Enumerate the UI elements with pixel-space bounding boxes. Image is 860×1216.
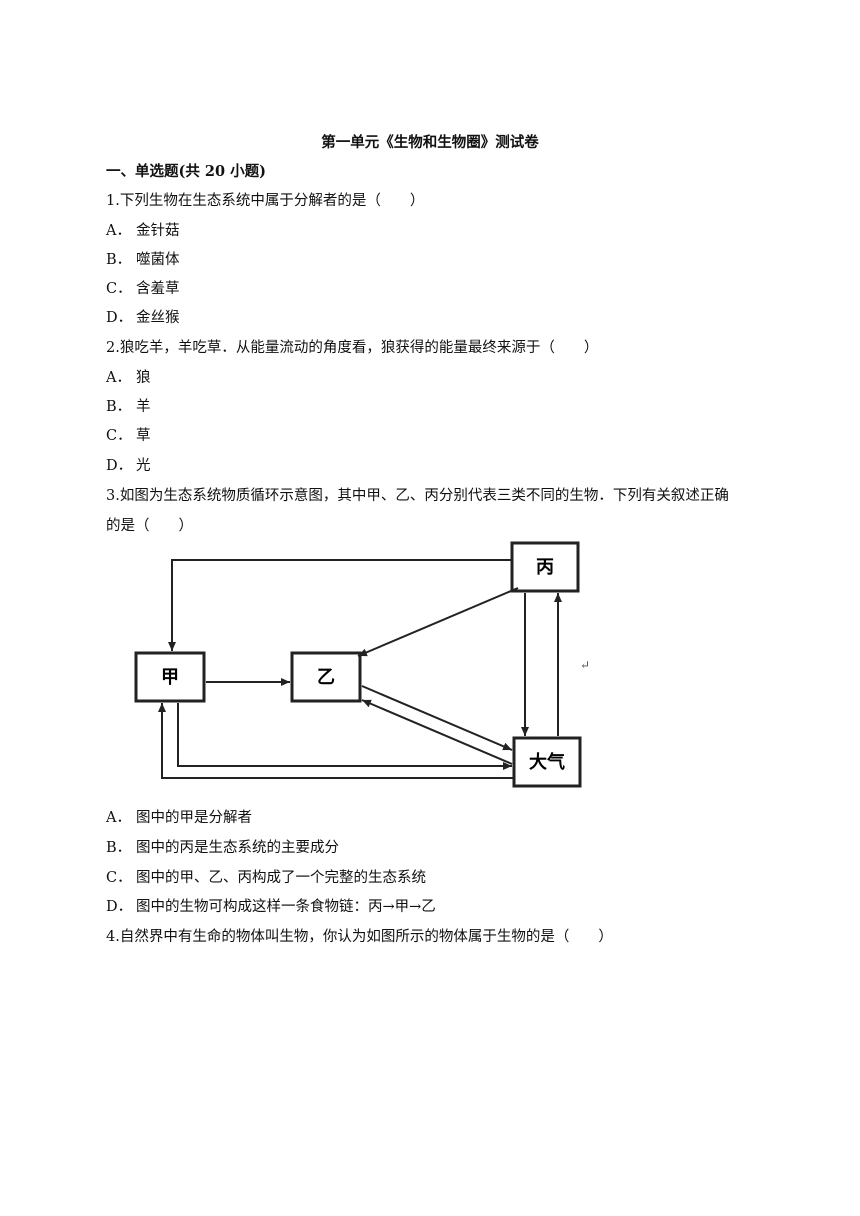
question-3-option-a: A． 图中的甲是分解者 (106, 806, 252, 827)
option-text: 含羞草 (136, 281, 180, 297)
question-3-stem-line-2: 的是（ ） (106, 518, 193, 534)
option-letter: D． (106, 458, 133, 474)
option-text: 金丝猴 (136, 310, 180, 326)
question-2-option-d: D．光 (106, 454, 151, 475)
option-text: 噬菌体 (136, 252, 180, 268)
option-letter: A． (106, 810, 131, 826)
option-text: 金针菇 (136, 223, 180, 239)
label-daqi: 大气 (529, 751, 565, 773)
option-letter: A． (106, 370, 131, 386)
paragraph-mark: ↵ (580, 658, 591, 672)
page-title: 第一单元《生物和生物圈》测试卷 (321, 134, 539, 151)
question-2-stem: 2.狼吃羊，羊吃草．从能量流动的角度看，狼获得的能量最终来源于（ ） (106, 340, 599, 356)
question-2-option-a: A． 狼 (106, 366, 151, 387)
option-letter: B． (106, 252, 132, 268)
option-letter: C． (106, 870, 132, 886)
section-heading: 一、单选题(共 20 小题) (106, 163, 266, 180)
arrow-bing-to-yi (357, 587, 519, 657)
option-text: 图中的生物可构成这样一条食物链：丙→甲→乙 (136, 899, 436, 915)
arrow-jia-to-daqi (177, 703, 512, 770)
option-text: 图中的甲、乙、丙构成了一个完整的生态系统 (136, 870, 426, 886)
question-1-stem: 1.下列生物在生态系统中属于分解者的是（ ） (106, 193, 425, 209)
box-jia (134, 651, 206, 703)
question-3-option-d: D．图中的生物可构成这样一条食物链：丙→甲→乙 (106, 895, 436, 916)
question-1-option-d: D．金丝猴 (106, 306, 180, 327)
question-1-option-b: B．噬菌体 (106, 248, 180, 269)
arrow-daqi-to-yi (361, 699, 513, 765)
label-yi: 乙 (317, 667, 335, 688)
option-text: 草 (136, 428, 151, 444)
box-yi (290, 651, 362, 703)
arrow-yi-to-daqi (361, 685, 513, 751)
question-3-option-c: C．图中的甲、乙、丙构成了一个完整的生态系统 (106, 866, 426, 887)
option-letter: B． (106, 399, 132, 415)
option-text: 图中的甲是分解者 (136, 810, 252, 826)
box-bing (510, 541, 580, 593)
label-jia: 甲 (161, 667, 179, 688)
option-letter: A． (106, 223, 131, 239)
option-letter: D． (106, 899, 133, 915)
label-bing: 丙 (536, 557, 554, 578)
option-text: 图中的丙是生态系统的主要成分 (136, 840, 339, 856)
option-letter: D． (106, 310, 133, 326)
question-2-option-c: C．草 (106, 424, 151, 445)
question-1-option-c: C．含羞草 (106, 277, 180, 298)
question-1-option-a: A． 金针菇 (106, 219, 180, 240)
box-daqi (512, 736, 582, 788)
question-3-stem-line-1: 3.如图为生态系统物质循环示意图，其中甲、乙、丙分别代表三类不同的生物．下列有关… (106, 488, 729, 504)
option-text: 狼 (136, 370, 151, 386)
question-3-option-b: B．图中的丙是生态系统的主要成分 (106, 836, 339, 857)
question-4-stem: 4.自然界中有生命的物体叫生物，你认为如图所示的物体属于生物的是（ ） (106, 929, 613, 945)
option-letter: B． (106, 840, 132, 856)
question-2-option-b: B．羊 (106, 395, 151, 416)
option-text: 羊 (136, 399, 151, 415)
option-text: 光 (136, 458, 151, 474)
carbon-cycle-diagram: 甲 乙 丙 大气 (134, 541, 582, 788)
option-letter: C． (106, 428, 132, 444)
arrow-bing-to-jia (168, 559, 512, 651)
arrow-daqi-to-jia (158, 703, 514, 779)
option-letter: C． (106, 281, 132, 297)
